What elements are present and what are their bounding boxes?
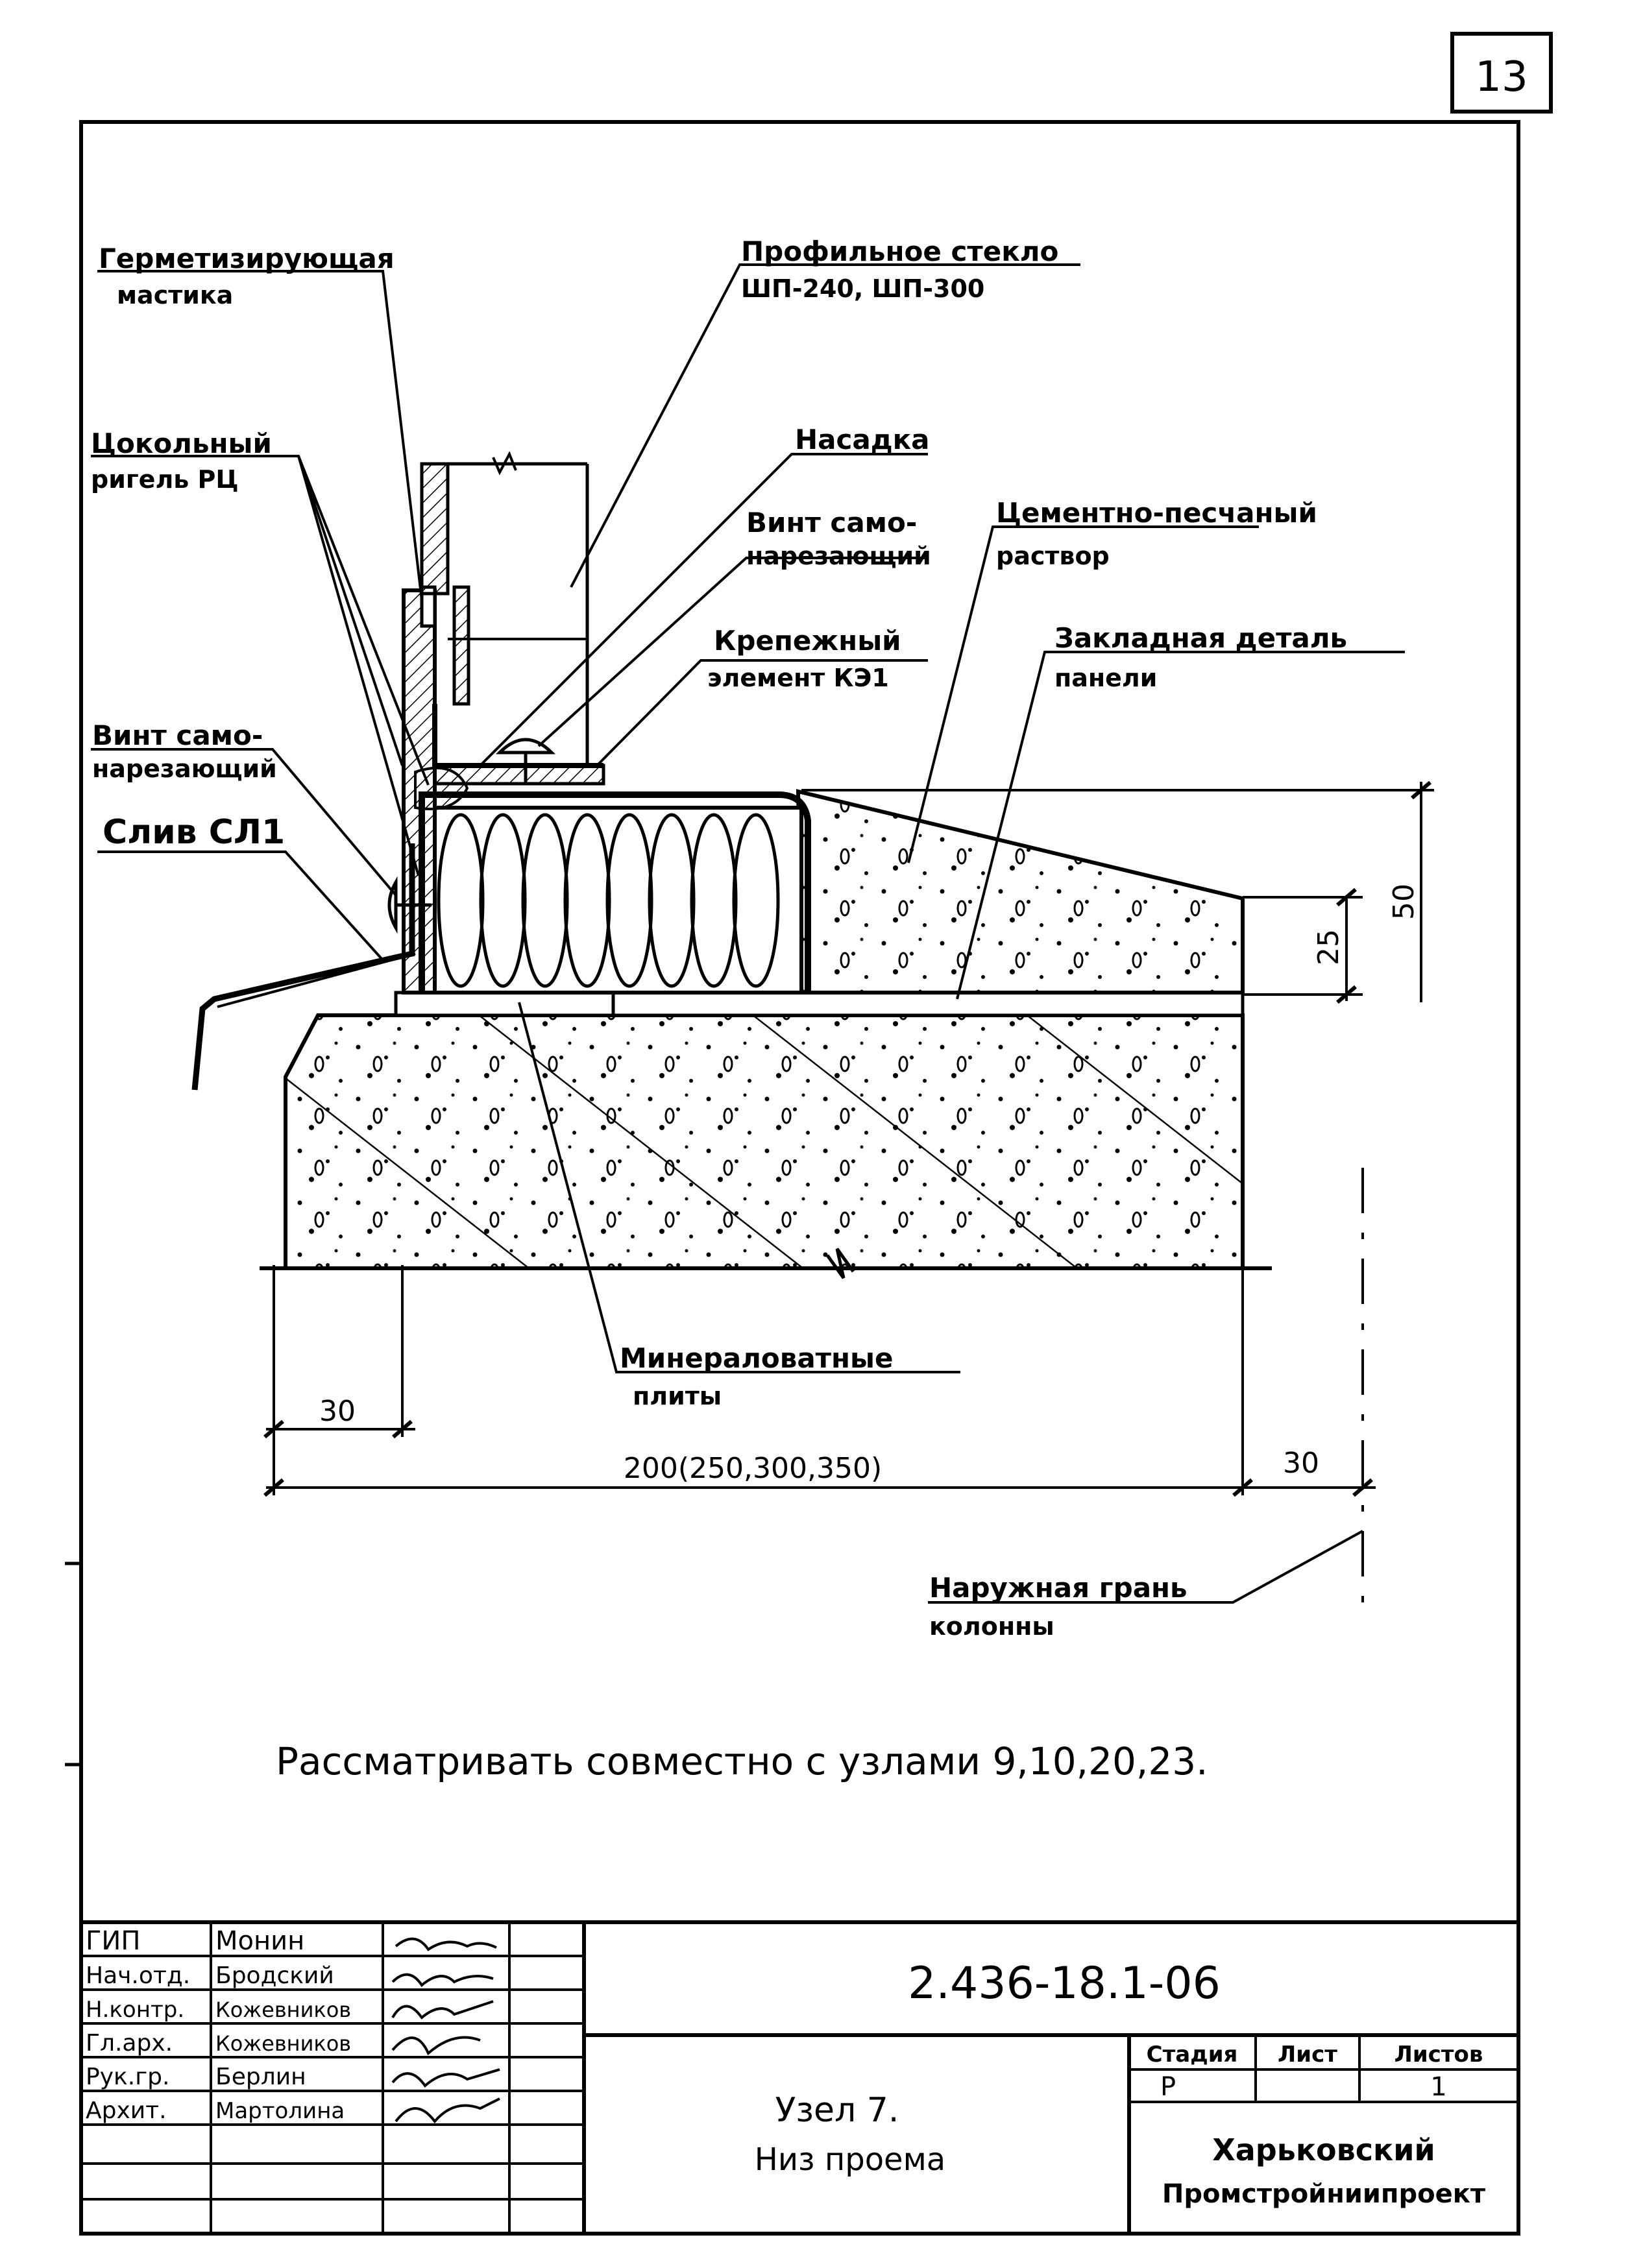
label-embedded-part-2: панели xyxy=(1054,664,1157,692)
document-code: 2.436-18.1-06 xyxy=(908,1958,1221,2009)
signatures xyxy=(391,1937,500,2124)
name-kozhevnikov-1: Кожевников xyxy=(215,1997,351,2022)
stage-value: Р xyxy=(1160,2072,1176,2102)
drawing-subtitle: Низ проема xyxy=(755,2141,945,2178)
role-architect: Архит. xyxy=(86,2097,167,2124)
name-berlin: Берлин xyxy=(215,2064,306,2090)
section-drawing xyxy=(191,451,1272,1279)
label-plinth-girder: Цокольный xyxy=(91,428,272,459)
label-profile-glass-2: ШП-240, ШП-300 xyxy=(741,274,984,303)
dim-30-right: 30 xyxy=(1283,1447,1319,1480)
label-mineral-wool: Минераловатные xyxy=(620,1342,894,1374)
role-norm-control: Н.контр. xyxy=(86,1997,184,2023)
sheets-value: 1 xyxy=(1430,2072,1446,2102)
label-column-face: Наружная грань xyxy=(929,1572,1187,1604)
label-left-screw: Винт само- xyxy=(92,719,263,751)
role-chief-architect: Гл.арх. xyxy=(86,2030,173,2057)
role-head-dept: Нач.отд. xyxy=(86,1962,190,1989)
stage-header: Стадия xyxy=(1147,2042,1238,2068)
dim-30-left: 30 xyxy=(319,1395,356,1428)
name-monin: Монин xyxy=(215,1926,304,1956)
cement-mortar xyxy=(796,789,1245,995)
sheet-header: Лист xyxy=(1278,2042,1337,2068)
see-also-note: Рассматривать совместно с узлами 9,10,20… xyxy=(276,1739,1208,1783)
label-left-screw-2: нарезающий xyxy=(92,754,277,783)
label-drip: Слив СЛ1 xyxy=(103,813,285,852)
name-kozhevnikov-2: Кожевников xyxy=(215,2031,351,2056)
callout-labels: Герметизирующая мастика Профильное стекл… xyxy=(91,235,1347,1641)
role-gip: ГИП xyxy=(86,1926,140,1956)
organization-name-2: Промстройниипроект xyxy=(1162,2179,1486,2209)
label-plinth-girder-2: ригель РЦ xyxy=(91,465,239,494)
label-mortar: Цементно-песчаный xyxy=(996,497,1317,529)
page-number-box: 13 xyxy=(1450,32,1553,114)
embedded-plate xyxy=(394,991,1245,1017)
label-embedded-part: Закладная деталь xyxy=(1054,622,1347,654)
label-mineral-wool-2: плиты xyxy=(633,1382,722,1410)
label-fastener-2: элемент КЭ1 xyxy=(707,664,889,692)
name-column: Монин Бродский Кожевников Кожевников Бер… xyxy=(215,1926,351,2124)
sheet-frame xyxy=(79,120,1520,2236)
dim-width: 200(250,300,350) xyxy=(624,1452,882,1485)
drip-sl1 xyxy=(191,843,432,1091)
name-brodsky: Бродский xyxy=(215,1962,334,1989)
sheets-header: Листов xyxy=(1395,2042,1483,2068)
leader-lines xyxy=(91,263,1405,1604)
dim-50: 50 xyxy=(1387,884,1420,920)
label-cap: Насадка xyxy=(795,424,930,455)
role-column: ГИП Нач.отд. Н.контр. Гл.арх. Рук.гр. Ар… xyxy=(86,1926,190,2124)
mineral-wool xyxy=(419,791,811,995)
sealing-mastic xyxy=(414,766,469,810)
name-martolina: Мартолина xyxy=(215,2098,345,2124)
label-mortar-2: раствор xyxy=(996,542,1110,570)
label-sealant-2: мастика xyxy=(117,281,233,309)
drawing-title: Узел 7. xyxy=(775,2091,899,2130)
title-block xyxy=(81,1920,1518,2234)
dim-25: 25 xyxy=(1312,929,1345,965)
profile-glass xyxy=(420,451,589,767)
label-top-screw-2: нарезающий xyxy=(746,542,931,570)
label-profile-glass: Профильное стекло xyxy=(741,235,1058,267)
label-sealant: Герметизирующая xyxy=(99,243,395,274)
dimensions xyxy=(263,780,1434,1615)
label-column-face-2: колонны xyxy=(929,1612,1054,1641)
page-number: 13 xyxy=(1475,53,1528,101)
top-screw xyxy=(495,738,556,785)
organization-name: Харьковский xyxy=(1212,2132,1435,2167)
role-group-lead: Рук.гр. xyxy=(86,2064,169,2090)
label-fastener: Крепежный xyxy=(714,625,901,657)
label-top-screw: Винт само- xyxy=(746,507,917,538)
concrete-column xyxy=(260,1013,1272,1279)
